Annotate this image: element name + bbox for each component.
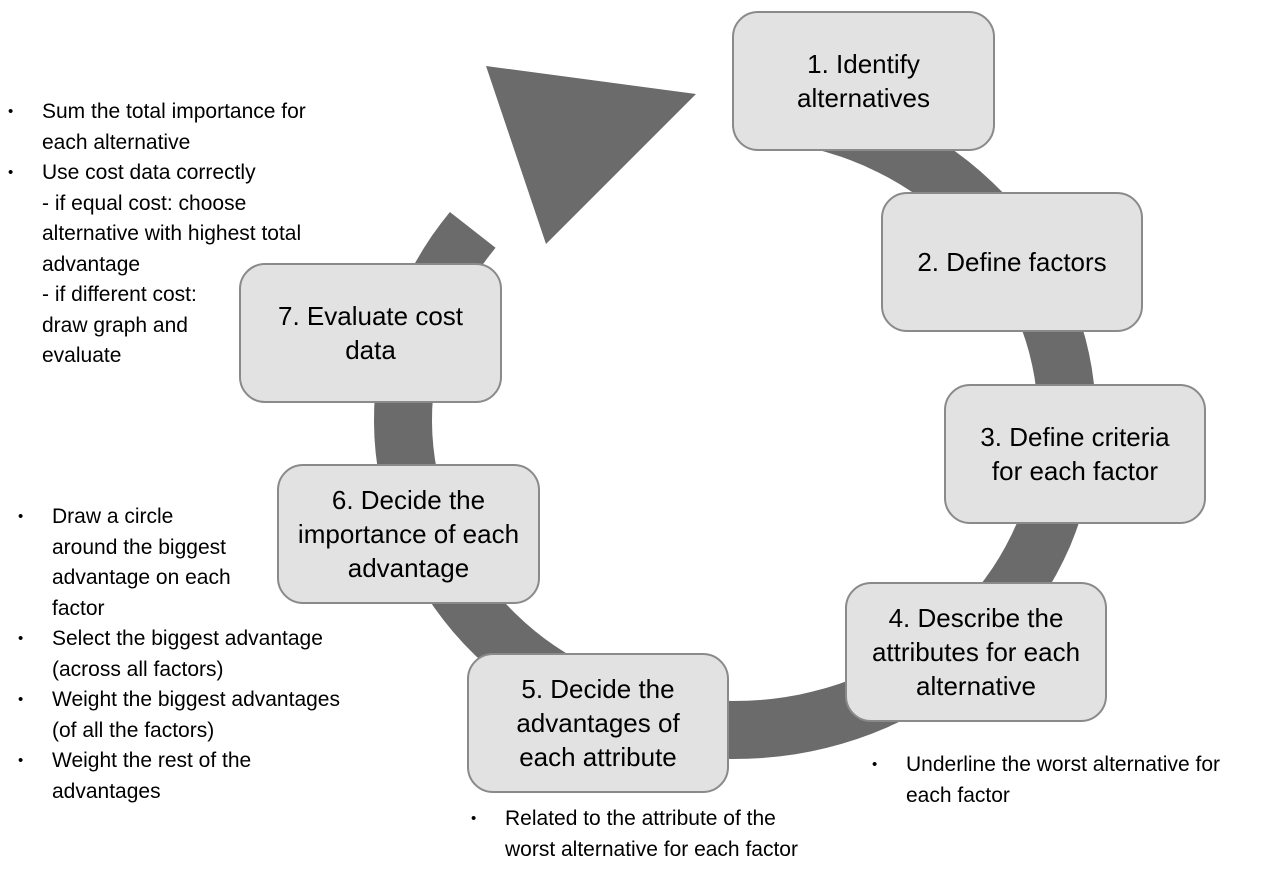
note-item: Select the biggest advantage (across all… [18,624,340,685]
note-item: Weight the rest of the advantages [18,746,340,807]
note-item: Related to the attribute of the worst al… [471,804,798,865]
note-item: Sum the total importance for each altern… [8,97,306,158]
step-4-describe-attributes: 4. Describe the attributes for each alte… [845,582,1107,722]
notes-step-7: Sum the total importance for each altern… [8,97,306,372]
step-3-label: 3. Define criteria for each factor [980,422,1170,486]
step-4-label: 4. Describe the attributes for each alte… [871,603,1081,701]
step-2-define-factors: 2. Define factors [881,192,1143,332]
step-5-label: 5. Decide the advantages of each attribu… [516,674,680,772]
note-item: Draw a circle around the biggest advanta… [18,502,340,624]
notes-step-6: Draw a circle around the biggest advanta… [18,502,340,807]
note-item: Use cost data correctly - if equal cost:… [8,158,306,372]
step-1-label: 1. Identify alternatives [797,49,930,113]
step-6-label: 6. Decide the importance of each advanta… [297,485,520,583]
arrowhead-icon [486,66,696,244]
notes-step-5: Related to the attribute of the worst al… [471,804,798,865]
step-3-define-criteria: 3. Define criteria for each factor [944,384,1206,524]
note-item: Underline the worst alternative for each… [872,750,1220,811]
step-1-identify-alternatives: 1. Identify alternatives [732,11,995,151]
step-5-decide-advantages: 5. Decide the advantages of each attribu… [467,653,729,793]
step-2-label: 2. Define factors [917,247,1107,277]
notes-step-4: Underline the worst alternative for each… [872,750,1220,811]
note-item: Weight the biggest advantages (of all th… [18,685,340,746]
